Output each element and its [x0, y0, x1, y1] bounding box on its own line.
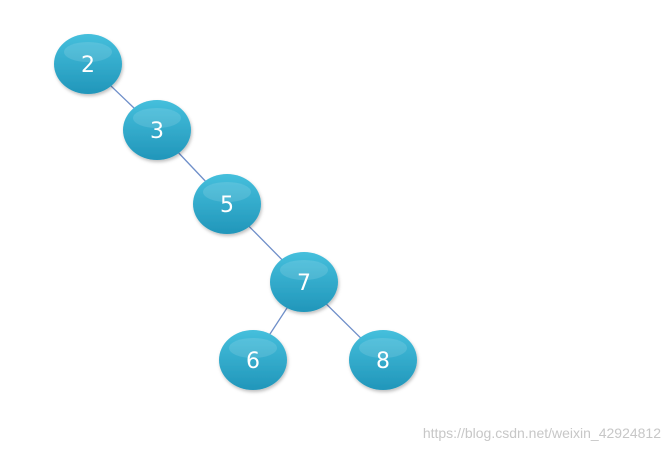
tree-node-7: 7	[270, 252, 338, 312]
node-highlight	[64, 42, 112, 62]
node-circle	[123, 100, 191, 160]
node-label: 3	[150, 119, 164, 144]
tree-node-3: 3	[123, 100, 191, 160]
node-highlight	[359, 338, 407, 358]
node-circle	[219, 330, 287, 390]
nodes: 2 3 5 7 6 8	[54, 34, 417, 390]
watermark: https://blog.csdn.net/weixin_42924812	[422, 425, 661, 441]
node-circle	[270, 252, 338, 312]
tree-node-6: 6	[219, 330, 287, 390]
node-circle	[349, 330, 417, 390]
node-highlight	[133, 108, 181, 128]
node-label: 7	[297, 271, 311, 296]
node-highlight	[229, 338, 277, 358]
node-label: 2	[81, 53, 95, 78]
node-label: 6	[246, 349, 260, 374]
node-highlight	[280, 260, 328, 280]
node-label: 5	[220, 193, 234, 218]
node-circle	[54, 34, 122, 94]
tree-node-5: 5	[193, 174, 261, 234]
tree-node-2: 2	[54, 34, 122, 94]
node-label: 8	[376, 349, 390, 374]
node-highlight	[203, 182, 251, 202]
node-circle	[193, 174, 261, 234]
tree-node-8: 8	[349, 330, 417, 390]
